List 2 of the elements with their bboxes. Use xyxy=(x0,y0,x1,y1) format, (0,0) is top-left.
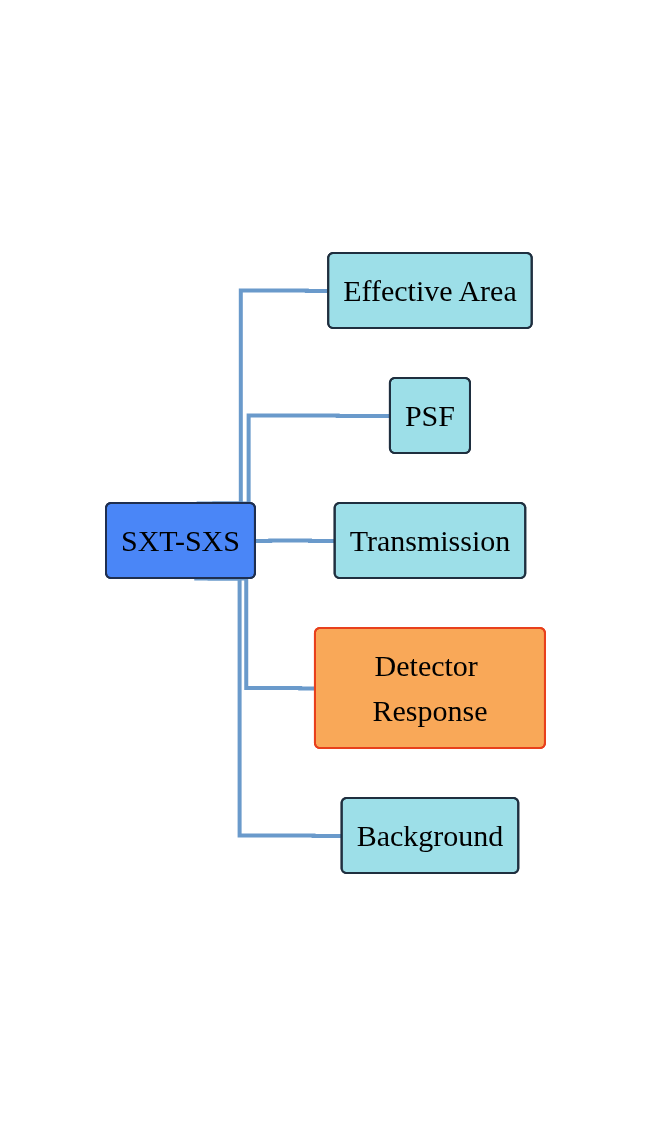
connector xyxy=(254,538,335,543)
connector xyxy=(193,576,342,838)
